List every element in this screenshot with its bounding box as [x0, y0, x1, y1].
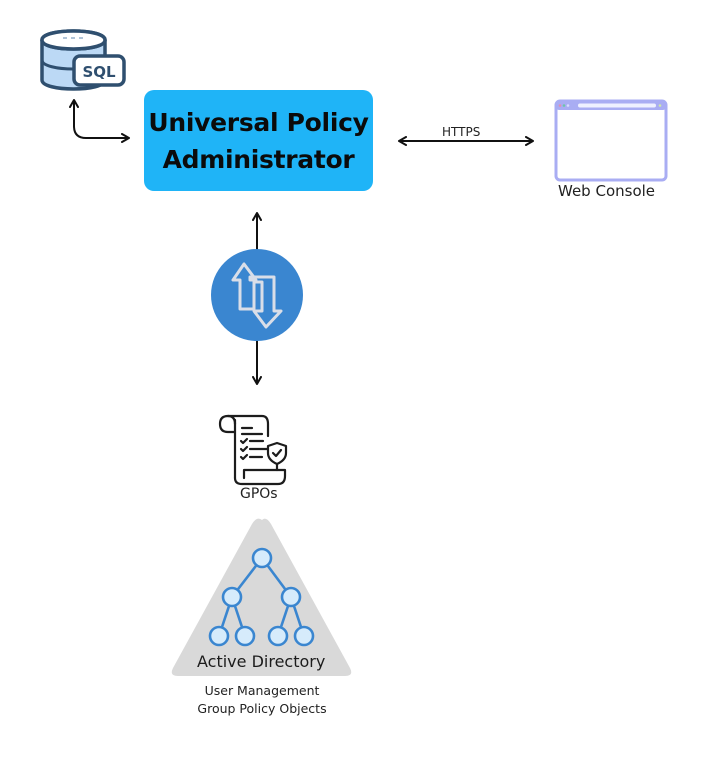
core-title-line2: Administrator [162, 144, 355, 174]
ad-sub-line-user-management: User Management [204, 683, 320, 698]
tree-hierarchy-icon [208, 547, 315, 647]
active-directory-label: Active Directory [197, 652, 326, 671]
web-console-label: Web Console [558, 182, 656, 200]
active-directory-description: User Management Group Policy Objects [180, 682, 344, 718]
universal-policy-administrator-box: Universal Policy Administrator [144, 90, 373, 191]
core-title-line1: Universal Policy [148, 107, 369, 137]
ad-sub-line-gpo: Group Policy Objects [197, 701, 327, 716]
https-label: HTTPS [442, 125, 481, 139]
gpos-label: GPOs [240, 486, 278, 502]
sync-arrows-icon [211, 249, 303, 341]
sql-database-icon: SQL [40, 29, 126, 91]
policy-scroll-icon [218, 414, 288, 486]
db-connector-arrow [69, 99, 130, 143]
sql-badge-text: SQL [82, 63, 116, 81]
browser-window-icon [554, 99, 668, 182]
